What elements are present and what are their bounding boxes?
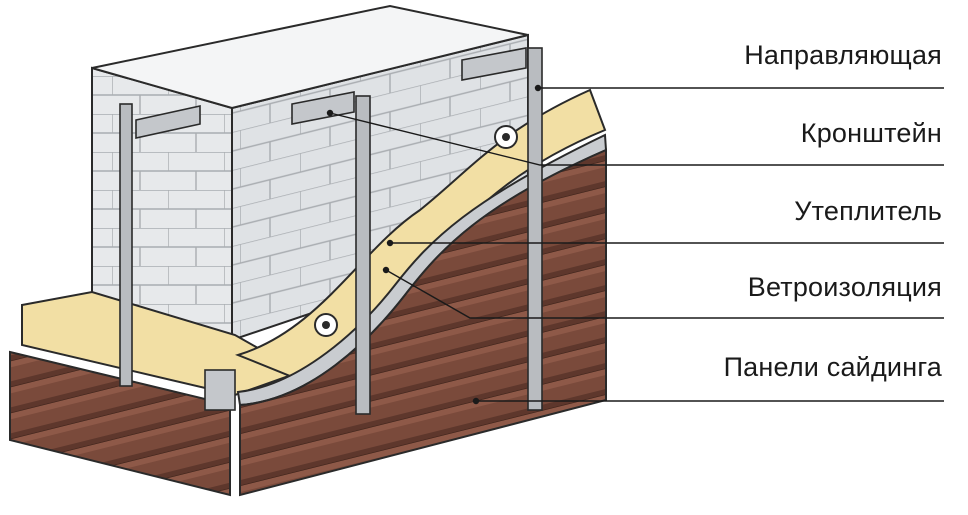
guide-rail: [527, 47, 543, 411]
siding-curved-panel: [239, 148, 607, 497]
label-bracket: Кронштейн: [800, 118, 942, 148]
brackets: [135, 47, 527, 139]
anchor-dowel-icon: [314, 125, 518, 337]
guide-rail: [355, 95, 371, 415]
block-wall-top: [91, 4, 529, 110]
label-insulation: Утеплитель: [794, 196, 942, 226]
leader-lines: [329, 87, 944, 402]
guide-rail: [119, 103, 133, 387]
bracket: [135, 105, 201, 139]
siding-left-block: [9, 350, 231, 497]
bracket: [291, 91, 355, 125]
label-siding: Панели сайдинга: [723, 352, 942, 382]
guide-rail-lower: [204, 369, 236, 411]
bracket: [461, 47, 527, 81]
label-guide: Направляющая: [744, 40, 942, 70]
guide-rails: [119, 47, 543, 415]
leader-dots: [326, 84, 542, 405]
siding-panels: [9, 148, 607, 497]
leader-line-bracket: [329, 112, 944, 166]
leader-line-wind: [385, 269, 944, 319]
label-wind: Ветроизоляция: [747, 272, 942, 302]
